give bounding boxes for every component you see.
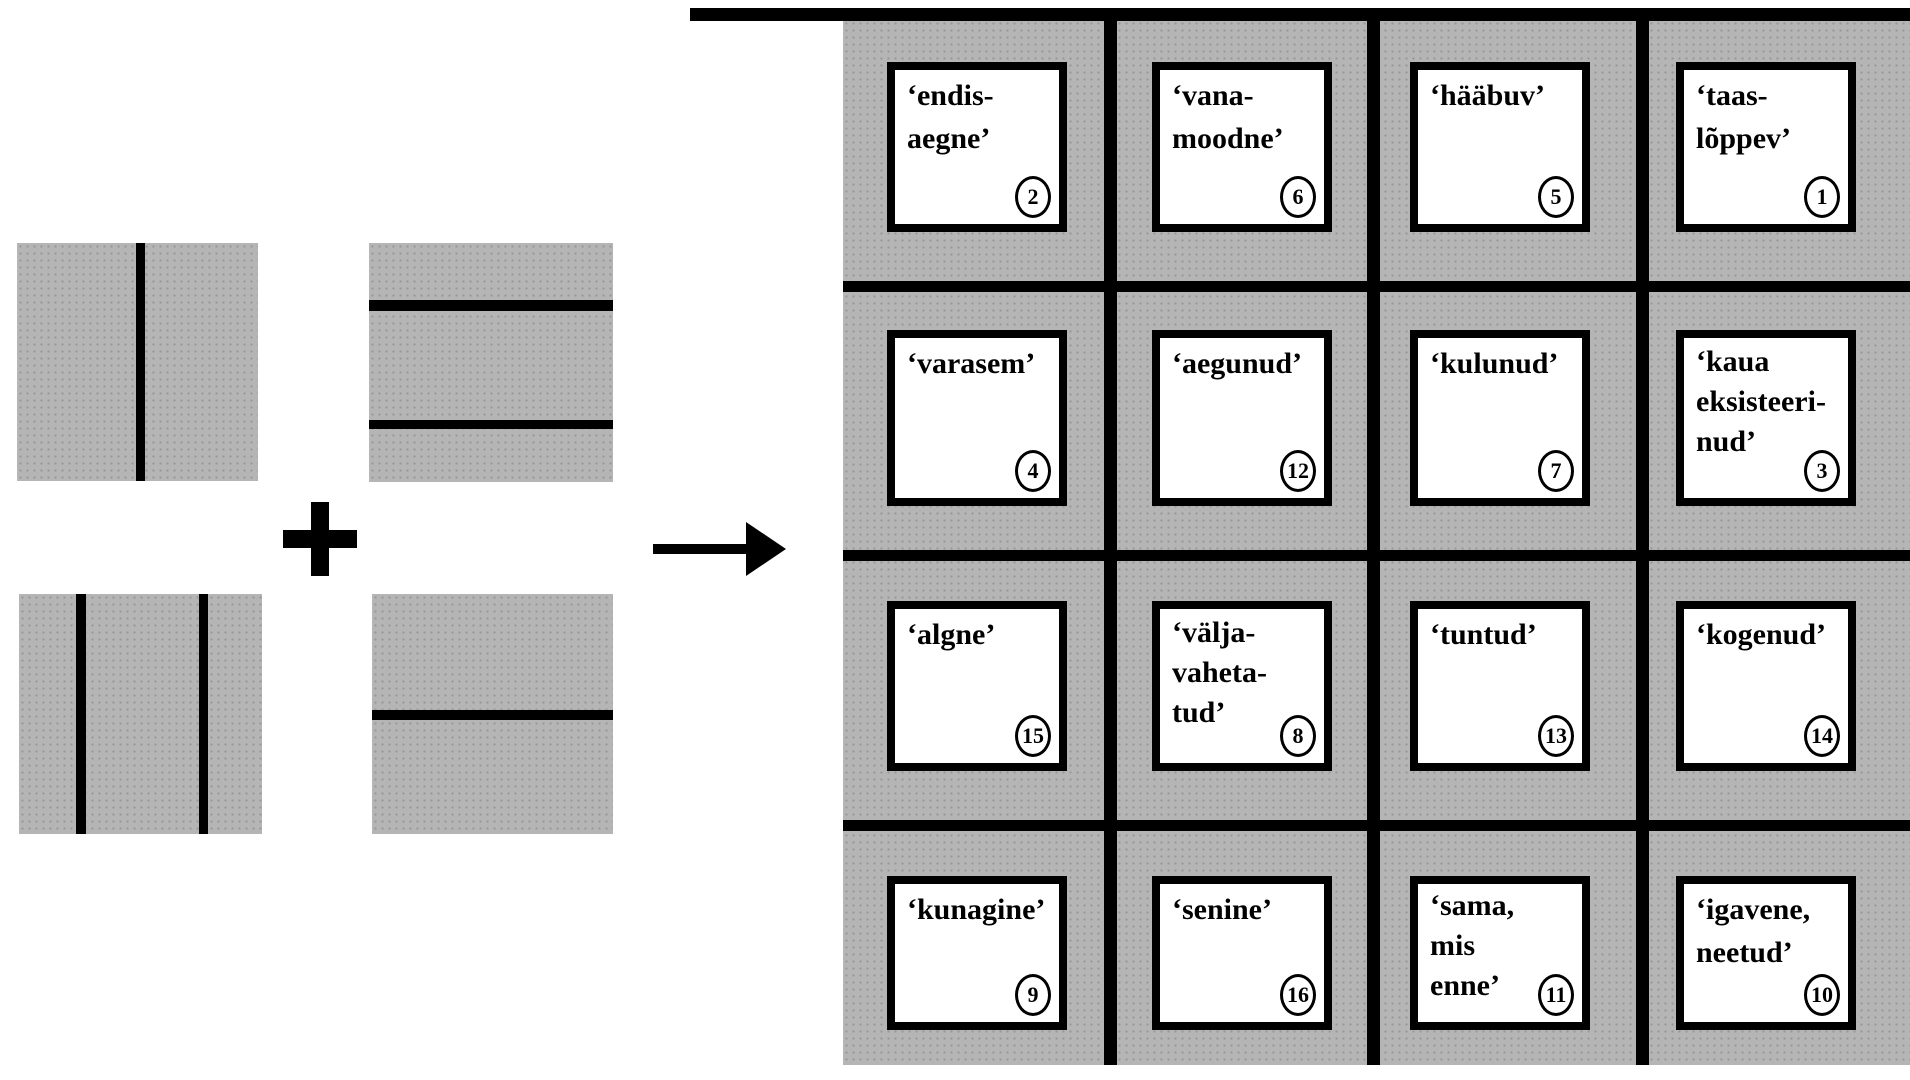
cell-number-badge: 9 bbox=[1015, 974, 1051, 1016]
grid-vertical-separator bbox=[1104, 8, 1117, 1065]
grid-cell: ‘tuntud’ 13 bbox=[1410, 601, 1590, 771]
cell-number-badge: 10 bbox=[1804, 974, 1840, 1016]
cell-number-badge: 4 bbox=[1015, 450, 1051, 492]
arrow-head bbox=[746, 522, 786, 576]
grid-vertical-separator bbox=[1636, 8, 1649, 1065]
cell-label: ‘senine’ bbox=[1172, 893, 1272, 926]
grid-horizontal-separator bbox=[843, 281, 1910, 292]
cell-label: ‘kaua eksisteeri- nud’ bbox=[1696, 345, 1826, 458]
plus-vertical-bar bbox=[311, 502, 329, 576]
cell-number-badge: 7 bbox=[1538, 450, 1574, 492]
cell-number-badge: 13 bbox=[1538, 715, 1574, 757]
grid-cell: ‘kulunud’ 7 bbox=[1410, 330, 1590, 506]
horizontal-line bbox=[369, 420, 613, 429]
grid-cell: ‘igavene, neetud’ 10 bbox=[1676, 876, 1856, 1030]
cell-label: ‘aegunud’ bbox=[1172, 347, 1303, 380]
cell-label: ‘välja- vaheta- tud’ bbox=[1172, 616, 1267, 729]
grid-cell: ‘endis- aegne’ 2 bbox=[887, 62, 1067, 232]
cell-number-badge: 1 bbox=[1804, 176, 1840, 218]
grid-cell: ‘vana- moodne’ 6 bbox=[1152, 62, 1332, 232]
cell-number-badge: 5 bbox=[1538, 176, 1574, 218]
grid-cell: ‘senine’ 16 bbox=[1152, 876, 1332, 1030]
cell-number-badge: 11 bbox=[1538, 974, 1574, 1016]
cell-number-badge: 6 bbox=[1280, 176, 1316, 218]
cell-label: ‘sama, mis enne’ bbox=[1430, 889, 1515, 1002]
grid-cell: ‘kaua eksisteeri- nud’ 3 bbox=[1676, 330, 1856, 506]
cell-label: ‘vana- moodne’ bbox=[1172, 79, 1284, 155]
square-one-horizontal-line-icon bbox=[372, 594, 613, 834]
vertical-line bbox=[136, 243, 145, 481]
square-two-vertical-lines-icon bbox=[19, 594, 262, 834]
square-two-horizontal-lines-icon bbox=[369, 243, 613, 482]
grid-cell: ‘algne’ 15 bbox=[887, 601, 1067, 771]
cell-label: ‘endis- aegne’ bbox=[907, 79, 994, 155]
grid-cell: ‘sama, mis enne’ 11 bbox=[1410, 876, 1590, 1030]
cell-label: ‘kulunud’ bbox=[1430, 347, 1559, 380]
cell-label: ‘igavene, neetud’ bbox=[1696, 893, 1811, 969]
cell-label: ‘taas- lõppev’ bbox=[1696, 79, 1792, 155]
vertical-line bbox=[199, 594, 208, 834]
arrow-shaft bbox=[653, 544, 748, 554]
cell-number-badge: 15 bbox=[1015, 715, 1051, 757]
cell-number-badge: 2 bbox=[1015, 176, 1051, 218]
cell-number-badge: 12 bbox=[1280, 450, 1316, 492]
cell-label: ‘hääbuv’ bbox=[1430, 79, 1546, 112]
grid-horizontal-separator bbox=[843, 820, 1910, 831]
square-one-vertical-line-icon bbox=[17, 243, 258, 481]
horizontal-line bbox=[369, 300, 613, 311]
cell-number-badge: 14 bbox=[1804, 715, 1840, 757]
grid-cell: ‘välja- vaheta- tud’ 8 bbox=[1152, 601, 1332, 771]
cell-label: ‘kogenud’ bbox=[1696, 618, 1827, 651]
grid-top-line bbox=[690, 8, 1910, 21]
grid-cell: ‘kunagine’ 9 bbox=[887, 876, 1067, 1030]
cell-label: ‘tuntud’ bbox=[1430, 618, 1537, 651]
grid-cell: ‘taas- lõppev’ 1 bbox=[1676, 62, 1856, 232]
grid-cell: ‘varasem’ 4 bbox=[887, 330, 1067, 506]
cell-label: ‘kunagine’ bbox=[907, 893, 1046, 926]
grid-horizontal-separator bbox=[843, 550, 1910, 561]
cell-number-badge: 16 bbox=[1280, 974, 1316, 1016]
cell-label: ‘varasem’ bbox=[907, 347, 1036, 380]
grid-cell: ‘aegunud’ 12 bbox=[1152, 330, 1332, 506]
vertical-line bbox=[76, 594, 86, 834]
grid-cell: ‘hääbuv’ 5 bbox=[1410, 62, 1590, 232]
horizontal-line bbox=[372, 710, 613, 720]
grid-cell: ‘kogenud’ 14 bbox=[1676, 601, 1856, 771]
cell-label: ‘algne’ bbox=[907, 618, 996, 651]
cell-number-badge: 8 bbox=[1280, 715, 1316, 757]
cell-number-badge: 3 bbox=[1804, 450, 1840, 492]
grid-vertical-separator bbox=[1367, 8, 1380, 1065]
